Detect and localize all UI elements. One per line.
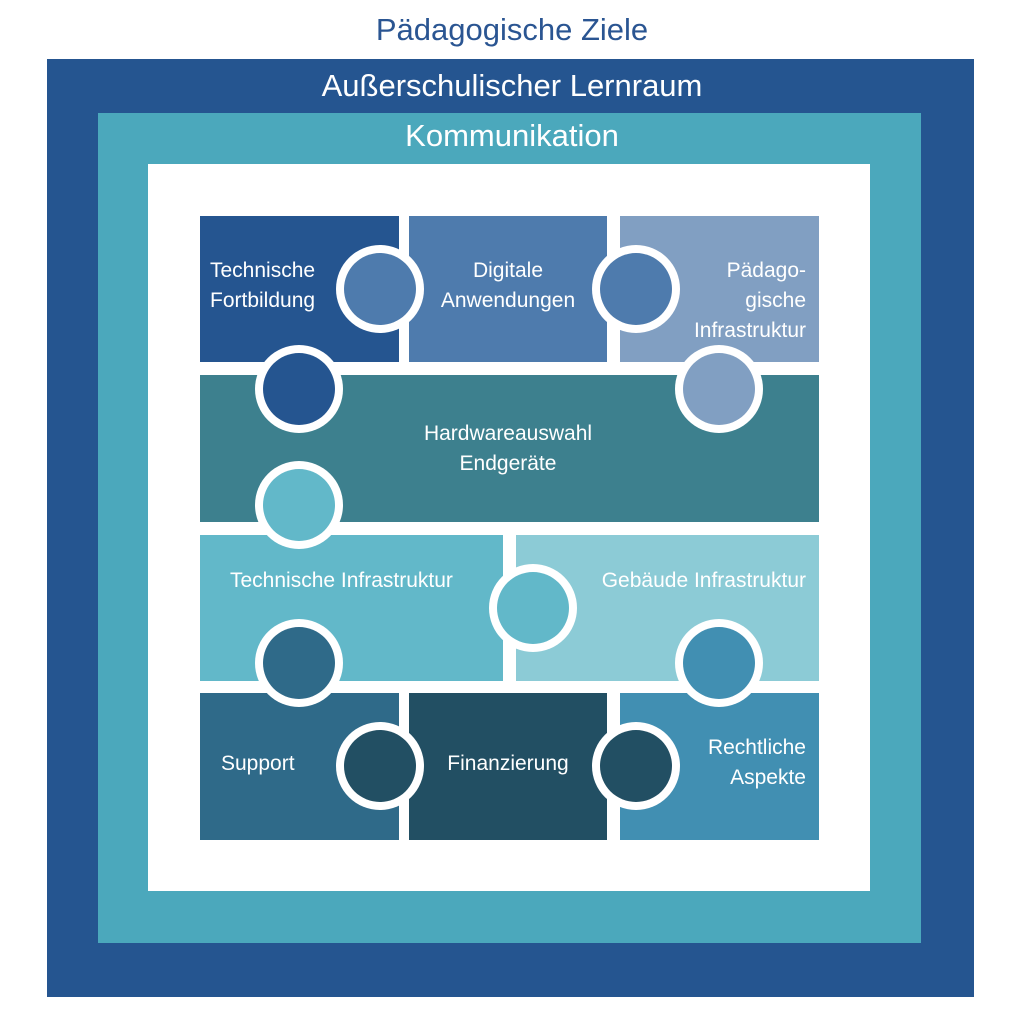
label-hardwareauswahl: Hardwareauswahl Endgeräte (409, 419, 607, 479)
knob-rechtliche-top (675, 619, 763, 707)
label-line: Technische (210, 259, 316, 282)
knob-finanzierung-left (336, 722, 424, 810)
label-digitale-anwendungen: Digitale Anwendungen (409, 256, 607, 316)
label-line: Hardwareauswahl (423, 422, 593, 445)
knob-technische-fortbildung-bottom (255, 345, 343, 433)
label-rechtliche-aspekte: Rechtliche Aspekte (620, 733, 806, 793)
piece-digitale-anwendungen (409, 216, 607, 362)
outer-title: Pädagogische Ziele (375, 12, 649, 47)
piece-finanzierung (409, 693, 607, 840)
knob-paedagogische-bottom (675, 345, 763, 433)
label-support: Support (221, 749, 295, 779)
knob-technische-infrastruktur-right (489, 564, 577, 652)
label-line: Endgeräte (459, 452, 557, 475)
label-line: Aspekte (730, 766, 806, 789)
layer-kommunikation-title: Kommunikation (405, 118, 619, 153)
label-gebaeude-infrastruktur: Gebäude Infrastruktur (560, 566, 806, 596)
label-paedagogische-infrastruktur: Pädago- gische Infrastruktur (620, 256, 806, 346)
label-line: gische (745, 289, 806, 312)
label-finanzierung: Finanzierung (409, 749, 607, 779)
piece-technische-infrastruktur (200, 535, 503, 681)
label-line: Finanzierung (447, 752, 569, 775)
knob-finanzierung-right (592, 722, 680, 810)
label-line: Pädago- (726, 259, 806, 282)
label-technische-infrastruktur: Technische Infrastruktur (230, 566, 453, 596)
knob-digitale-left (336, 245, 424, 333)
label-line: Digitale (472, 259, 544, 282)
label-line: Rechtliche (707, 736, 806, 759)
label-technische-fortbildung: Technische Fortbildung (210, 256, 315, 316)
label-line: Fortbildung (210, 289, 316, 312)
label-line: Technische Infrastruktur (230, 569, 453, 592)
knob-digitale-right (592, 245, 680, 333)
label-line: Anwendungen (440, 289, 576, 312)
label-line: Gebäude Infrastruktur (601, 569, 806, 592)
layer-ausserschulischer-lernraum-title: Außerschulischer Lernraum (321, 68, 703, 103)
knob-technische-infrastruktur-top (255, 461, 343, 549)
knob-support-top (255, 619, 343, 707)
label-line: Infrastruktur (693, 319, 806, 342)
label-line: Support (221, 752, 295, 775)
